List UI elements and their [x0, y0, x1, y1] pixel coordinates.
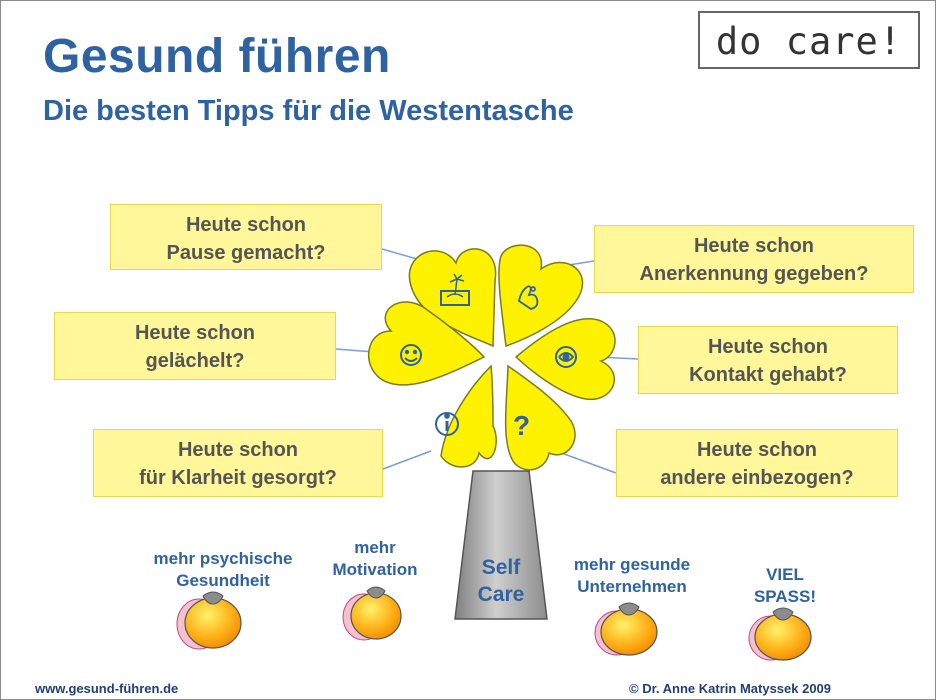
- tree-trunk: [454, 470, 548, 620]
- tip-box-klarheit: Heute schon für Klarheit gesorgt?: [93, 429, 383, 497]
- tip-line: Heute schon: [134, 322, 256, 344]
- contact-icon: [555, 346, 577, 368]
- tip-line: Kontakt gehabt?: [689, 364, 847, 386]
- tip-line: Heute schon: [696, 439, 818, 461]
- hand-icon: [517, 285, 539, 310]
- fruit-label-line: mehr psychische: [153, 549, 293, 568]
- apple-icon: [176, 591, 242, 650]
- fruit-label-line: Motivation: [332, 560, 418, 579]
- leaf-bottom-right: [504, 364, 576, 471]
- trunk-label: Self Care: [456, 554, 546, 608]
- tip-line: andere einbezogen?: [660, 467, 854, 489]
- trunk-label-line: Care: [477, 583, 525, 606]
- tip-box-kontakt: Heute schon Kontakt gehabt?: [638, 326, 898, 394]
- do-care-logo: do care!: [698, 11, 920, 69]
- apple-icon: [594, 602, 658, 656]
- tip-line: Heute schon: [177, 439, 299, 461]
- fruit-label-spass: VIEL SPASS!: [735, 564, 835, 608]
- trunk-label-line: Self: [481, 556, 521, 579]
- leaf-bottom-left: [440, 364, 497, 468]
- smiley-icon: [400, 344, 422, 366]
- tip-line: Heute schon: [693, 235, 815, 257]
- leaf-left: [367, 301, 486, 386]
- fruit-label-gesundheit: mehr psychische Gesundheit: [125, 548, 321, 592]
- leaf-top-right: [498, 244, 584, 348]
- tip-box-einbezogen: Heute schon andere einbezogen?: [616, 429, 898, 497]
- tip-line: Heute schon: [707, 336, 829, 358]
- fruit-label-line: SPASS!: [753, 587, 817, 606]
- tip-line: Anerkennung gegeben?: [639, 263, 869, 285]
- footer-website: www.gesund-führen.de: [35, 681, 179, 696]
- tip-box-anerkennung: Heute schon Anerkennung gegeben?: [594, 225, 914, 293]
- tip-box-pause: Heute schon Pause gemacht?: [110, 204, 382, 270]
- fruit-label-line: mehr: [354, 538, 396, 557]
- tip-line: Heute schon: [185, 214, 307, 236]
- tip-box-laecheln: Heute schon gelächelt?: [54, 312, 336, 380]
- fruit-label-line: Gesundheit: [176, 571, 270, 590]
- fruit-label-motivation: mehr Motivation: [315, 537, 435, 581]
- tip-line: gelächelt?: [145, 350, 245, 372]
- page-subtitle: Die besten Tipps für die Westentasche: [43, 95, 574, 127]
- fruit-label-line: Unternehmen: [577, 577, 687, 596]
- page-title: Gesund führen: [43, 30, 391, 83]
- island-icon: [440, 273, 470, 306]
- apple-icon: [342, 586, 402, 641]
- question-icon: ?: [513, 410, 530, 441]
- footer-copyright: © Dr. Anne Katrin Matyssek 2009: [629, 681, 832, 696]
- tip-line: für Klarheit gesorgt?: [139, 467, 337, 489]
- tip-line: Pause gemacht?: [166, 242, 326, 264]
- info-icon: [435, 412, 459, 436]
- fruit-label-line: mehr gesunde: [573, 555, 691, 574]
- apple-icon: [748, 607, 812, 661]
- fruit-label-unternehmen: mehr gesunde Unternehmen: [549, 554, 715, 598]
- fruit-label-line: VIEL: [766, 565, 804, 584]
